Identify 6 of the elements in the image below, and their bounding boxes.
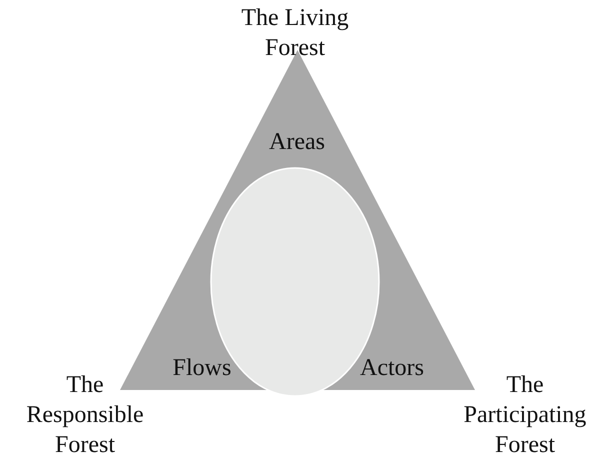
corner-label: Areas xyxy=(269,128,325,156)
vertex-title: The Living Forest xyxy=(240,4,350,63)
vertex-title: The Participating Forest xyxy=(462,371,588,460)
corner-label: Flows xyxy=(172,354,232,382)
corner-label: Actors xyxy=(360,354,424,382)
vertex-title: The Responsible Forest xyxy=(25,371,145,460)
